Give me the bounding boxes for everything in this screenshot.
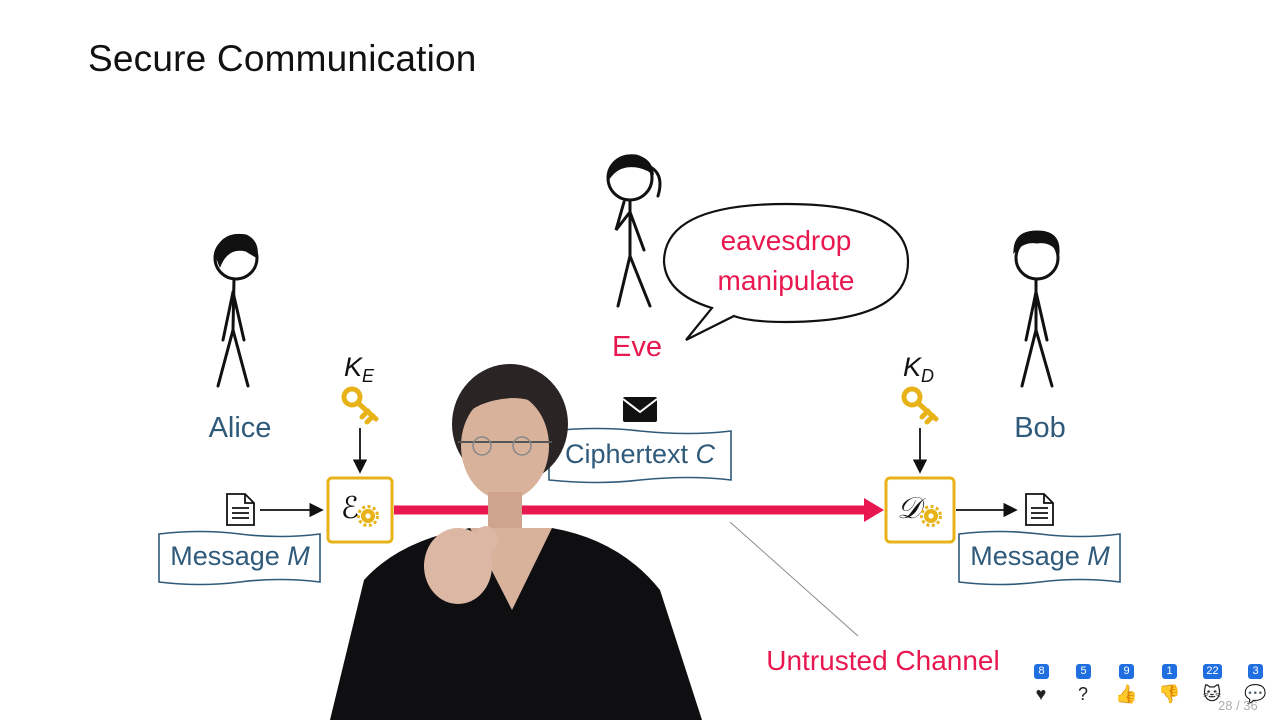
reaction-count: 9 [1119, 664, 1134, 679]
encrypt-box: ℰ [326, 476, 394, 544]
question-icon: ? [1077, 684, 1088, 704]
message-left-label: Message M [158, 530, 321, 586]
alice-label: Alice [209, 412, 272, 444]
channel-pointer-line [729, 521, 859, 637]
reaction-count: 3 [1248, 664, 1263, 679]
presenter-video [330, 364, 702, 720]
bob-figure [1013, 230, 1060, 388]
gear-icon [920, 505, 942, 527]
key-icon [341, 386, 379, 425]
encrypt-symbol: ℰ [341, 492, 359, 525]
chat-icon: 💬 [1244, 684, 1267, 704]
thumbs-down-icon: 👎 [1158, 684, 1181, 704]
decrypt-box: 𝒟 [884, 476, 956, 544]
channel-arrowhead [864, 498, 884, 522]
reaction-cat[interactable]: 22 🐱 [1197, 664, 1227, 714]
gear-icon [357, 505, 379, 527]
slide-title: Secure Communication [88, 38, 477, 79]
reaction-chat[interactable]: 3 💬 [1240, 664, 1270, 714]
key-d-label: KD [903, 352, 934, 386]
ciphertext-label: Ciphertext C [548, 427, 732, 484]
alice-figure [213, 233, 259, 388]
speech-line-2: manipulate [718, 265, 855, 296]
reaction-count: 5 [1076, 664, 1091, 679]
eve-label: Eve [612, 331, 662, 363]
message-right-label: Message M [958, 530, 1121, 586]
speech-bubble: eavesdrop manipulate [662, 202, 910, 341]
eve-figure [606, 154, 662, 308]
speech-line-1: eavesdrop [721, 225, 852, 256]
reaction-thumbs-up[interactable]: 9 👍 [1111, 664, 1141, 714]
svg-text:Message M: Message M [170, 541, 310, 571]
cat-icon: 🐱 [1202, 684, 1222, 704]
reaction-thumbs-down[interactable]: 1 👎 [1154, 664, 1184, 714]
document-icon [226, 493, 255, 526]
reaction-count: 1 [1162, 664, 1177, 679]
page-number: 28 / 36 [1218, 698, 1258, 713]
channel-label: Untrusted Channel [766, 645, 999, 676]
reaction-heart[interactable]: 8 ♥ [1026, 664, 1056, 714]
bob-label: Bob [1014, 412, 1066, 444]
document-icon [1025, 493, 1054, 526]
reaction-question[interactable]: 5 ? [1068, 664, 1098, 714]
key-icon [901, 386, 939, 425]
key-e-label: KE [344, 352, 375, 386]
thumbs-up-icon: 👍 [1115, 684, 1138, 704]
svg-text:Message M: Message M [970, 541, 1110, 571]
reaction-count: 8 [1034, 664, 1049, 679]
svg-text:Ciphertext C: Ciphertext C [565, 439, 716, 469]
envelope-icon [622, 397, 658, 422]
reaction-count: 22 [1203, 664, 1222, 679]
heart-icon: ♥ [1035, 684, 1047, 704]
reaction-bar: 8 ♥ 5 ? 9 👍 1 👎 22 🐱 3 💬 [1020, 664, 1280, 720]
